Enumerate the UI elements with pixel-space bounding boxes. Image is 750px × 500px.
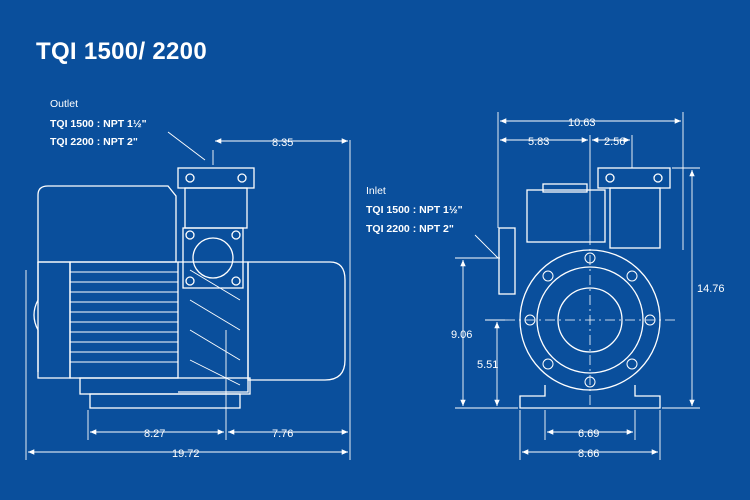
side-motor-cap-left [37, 261, 71, 379]
side-dimensions [25, 131, 351, 460]
diagram-title: TQI 1500/ 2200 [36, 38, 207, 65]
front-motor-inner [536, 266, 644, 374]
front-outlet-flange [597, 167, 671, 189]
inlet-heading: Inlet [366, 185, 386, 197]
dim-side-total: 19.72 [172, 448, 200, 460]
dim-front-base-inner: 6.69 [578, 428, 599, 440]
side-outlet-neck [184, 187, 248, 229]
dim-side-bottom-right: 7.76 [272, 428, 293, 440]
front-dimensions [455, 112, 700, 460]
side-inlet-flange [182, 227, 244, 289]
side-inlet-opening [192, 237, 234, 279]
side-motor-fins [70, 271, 178, 363]
dim-front-top-total: 10.63 [568, 117, 596, 129]
outlet-tqi1500-label: TQI 1500 : NPT 1½" [50, 118, 147, 130]
dim-front-top-right: 2.56 [604, 136, 625, 148]
dim-side-bottom-left: 8.27 [144, 428, 165, 440]
side-pump-casing [247, 261, 346, 381]
side-outlet-flange [177, 167, 255, 189]
inlet-tqi2200-label: TQI 2200 : NPT 2" [366, 223, 454, 235]
front-base [519, 385, 661, 409]
front-bolt-ring [524, 252, 656, 388]
front-inlet-flange [498, 227, 516, 295]
side-volute-ribs [189, 269, 241, 386]
front-outlet-neck [609, 187, 661, 249]
side-motor-top-housing [37, 185, 177, 263]
side-base-foot [89, 393, 241, 409]
dim-front-base-outer: 8.66 [578, 448, 599, 460]
dim-front-height: 14.76 [697, 283, 725, 295]
front-shaft-housing [557, 287, 623, 353]
front-terminal-box [526, 189, 606, 243]
dim-front-center-height: 9.06 [451, 329, 472, 341]
inlet-tqi1500-label: TQI 1500 : NPT 1½" [366, 204, 463, 216]
front-centerlines [505, 235, 676, 405]
outlet-heading: Outlet [50, 98, 79, 110]
dim-front-center-height-small: 5.51 [477, 359, 498, 371]
front-view [498, 167, 671, 409]
side-coupling [178, 261, 249, 393]
side-motor-body [69, 261, 179, 379]
dim-side-top: 8.35 [272, 137, 293, 149]
outlet-tqi2200-label: TQI 2200 : NPT 2" [50, 136, 138, 148]
side-view [33, 167, 346, 409]
dim-front-top-left: 5.83 [528, 136, 549, 148]
